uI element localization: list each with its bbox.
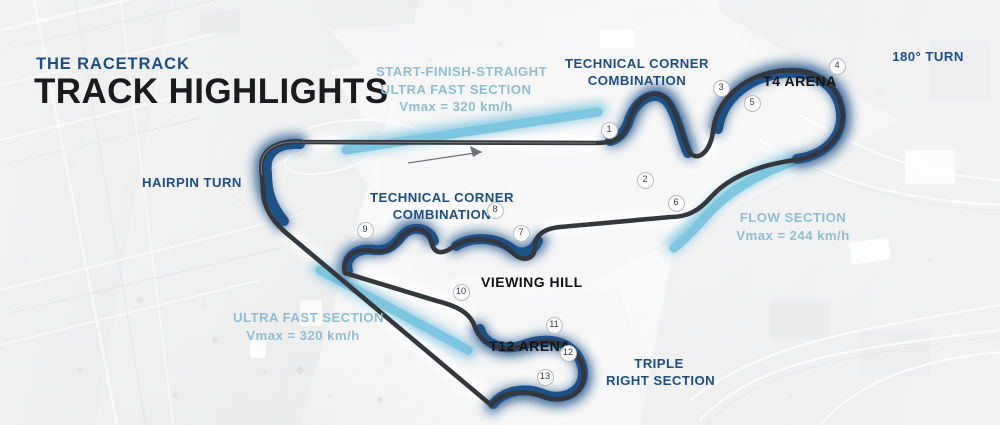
turn-marker-2: 2 — [636, 171, 654, 189]
turn-marker-7: 7 — [512, 224, 530, 242]
label-viewing-hill: VIEWING HILL — [481, 274, 583, 290]
label-180-degree-turn: 180° TURN — [882, 48, 974, 65]
turn-marker-4: 4 — [828, 57, 846, 75]
track-inner-highlight — [260, 141, 597, 176]
label-line: 180° TURN — [892, 49, 964, 64]
turn-marker-1: 1 — [600, 121, 618, 139]
label-technical-corner-combination-mid: TECHNICAL CORNER COMBINATION — [369, 189, 515, 224]
label-line: START-FINISH-STRAIGHT — [376, 64, 548, 79]
turn-marker-11: 11 — [545, 316, 563, 334]
label-line: RIGHT SECTION — [606, 373, 716, 389]
turn-marker-6: 6 — [667, 194, 685, 212]
label-ultra-fast-section: ULTRA FAST SECTION Vmax = 320 km/h — [233, 309, 384, 344]
label-start-finish-straight: START-FINISH-STRAIGHT ULTRA FAST SECTION… — [376, 63, 548, 116]
turn-marker-5: 5 — [743, 94, 761, 112]
race-direction-arrow — [407, 146, 483, 164]
label-line: ULTRA FAST SECTION — [380, 81, 532, 97]
turn-marker-9: 9 — [356, 221, 374, 239]
label-flow-section: FLOW SECTION Vmax = 244 km/h — [723, 209, 863, 244]
label-line: Vmax = 244 km/h — [736, 227, 850, 243]
label-line: FLOW SECTION — [739, 210, 847, 225]
label-line: COMBINATION — [587, 73, 687, 89]
turn-marker-3: 3 — [712, 79, 730, 97]
label-technical-corner-combination-top: TECHNICAL CORNER COMBINATION — [564, 55, 710, 90]
label-hairpin-turn: HAIRPIN TURN — [142, 174, 242, 191]
label-line: T12 ARENA — [489, 338, 571, 354]
label-line: Vmax = 320 km/h — [246, 327, 360, 343]
label-line: T4 ARENA — [763, 73, 837, 89]
turn-marker-10: 10 — [452, 283, 470, 301]
label-t4-arena: T4 ARENA — [761, 73, 839, 89]
label-line: ULTRA FAST SECTION — [233, 310, 384, 325]
label-line: VIEWING HILL — [481, 274, 583, 290]
label-line: HAIRPIN TURN — [142, 175, 242, 190]
label-line: TRIPLE — [634, 356, 684, 371]
turn-marker-8: 8 — [486, 201, 504, 219]
band-hairpin-turn-14 — [261, 138, 305, 226]
label-line: COMBINATION — [392, 207, 492, 223]
band-flow-core — [669, 157, 797, 253]
label-triple-right-section: TRIPLE RIGHT SECTION — [606, 355, 716, 390]
turn-marker-13: 13 — [536, 368, 554, 386]
page-title: TRACK HIGHLIGHTS — [34, 72, 389, 111]
label-line: Vmax = 320 km/h — [399, 99, 513, 115]
turn-marker-12: 12 — [559, 344, 577, 362]
label-t12-arena: T12 ARENA — [487, 338, 573, 354]
label-line: TECHNICAL CORNER — [565, 56, 709, 71]
track-centerline — [259, 68, 845, 408]
page-kicker: THE RACETRACK — [36, 55, 190, 73]
label-line: TECHNICAL CORNER — [370, 190, 514, 205]
